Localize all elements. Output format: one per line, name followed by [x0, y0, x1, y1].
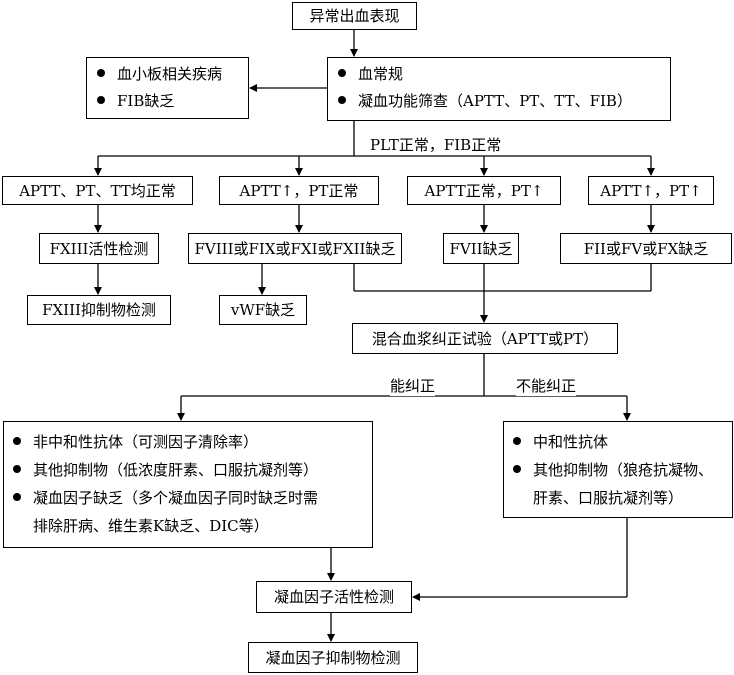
node-b1: APTT、PT、TT均正常 — [2, 176, 193, 205]
bullet-icon — [338, 69, 346, 77]
node-b4: APTT↑，PT↑ — [588, 176, 714, 205]
node-b3a: FVII缺乏 — [443, 233, 519, 264]
bullet-icon — [13, 437, 21, 445]
bullet-icon — [13, 493, 21, 501]
node-left-top: 血小板相关疾病 FIB缺乏 — [86, 57, 249, 119]
node-activity: 凝血因子活性检测 — [256, 581, 412, 613]
bullet-icon — [13, 465, 21, 473]
node-inhibitor: 凝血因子抑制物检测 — [248, 642, 418, 673]
bullet-icon — [97, 69, 105, 77]
bullet-icon — [513, 465, 521, 473]
node-mix: 混合血浆纠正试验（APTT或PT） — [352, 323, 618, 354]
no-label: 不能纠正 — [516, 375, 577, 396]
node-start: 异常出血表现 — [292, 2, 417, 30]
yes-label: 能纠正 — [390, 375, 436, 396]
branch-label: PLT正常，FIB正常 — [370, 134, 502, 155]
node-b1a: FXIII活性检测 — [39, 233, 159, 264]
node-b2: APTT↑，PT正常 — [219, 176, 379, 205]
node-screen: 血常规 凝血功能筛查（APTT、PT、TT、FIB） — [327, 57, 671, 121]
node-b3: APTT正常，PT↑ — [407, 176, 561, 205]
node-b4a: FII或FV或FX缺乏 — [560, 233, 732, 264]
node-b2a: FVIII或FIX或FXI或FXII缺乏 — [188, 233, 402, 264]
node-b2b: vWF缺乏 — [219, 295, 307, 325]
node-b1b: FXIII抑制物检测 — [27, 295, 171, 325]
node-noncorrect: 中和性抗体 其他抑制物（狼疮抗凝物、 肝素、口服抗凝剂等） — [503, 421, 733, 518]
node-correct: 非中和性抗体（可测因子清除率） 其他抑制物（低浓度肝素、口服抗凝剂等） 凝血因子… — [3, 421, 373, 548]
bullet-icon — [338, 96, 346, 104]
bullet-icon — [513, 437, 521, 445]
bullet-icon — [97, 96, 105, 104]
